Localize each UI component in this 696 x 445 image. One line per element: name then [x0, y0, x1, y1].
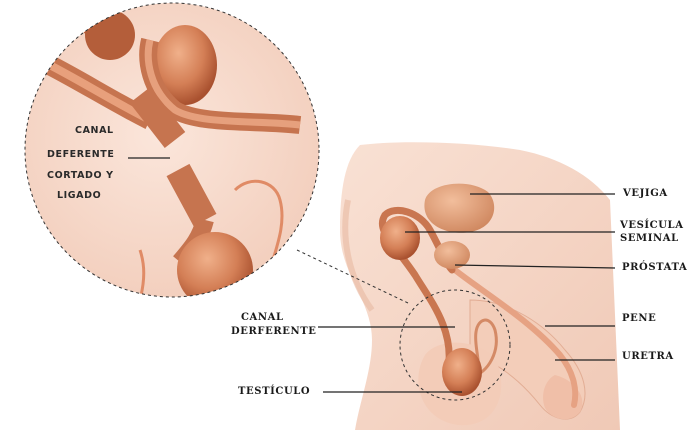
- testicle: [442, 348, 482, 396]
- label-pene: PENE: [622, 314, 656, 324]
- label-vesicula-line2: SEMINAL: [620, 234, 679, 244]
- zoom-label-line1: CANAL: [75, 126, 114, 136]
- zoom-label-line2: DEFERENTE: [47, 150, 114, 160]
- label-vesicula-line1: VESÍCULA: [620, 221, 684, 231]
- label-uretra: URETRA: [622, 352, 674, 362]
- label-canal-line1: CANAL: [241, 313, 284, 323]
- label-testiculo: TESTÍCULO: [238, 387, 310, 397]
- zoom-label-line3: CORTADO Y: [47, 171, 114, 181]
- label-prostata: PRÓSTATA: [622, 263, 687, 273]
- label-vejiga: VEJIGA: [623, 189, 668, 199]
- zoom-label-line4: LIGADO: [57, 191, 101, 201]
- label-canal-line2: DERFERENTE: [231, 327, 316, 337]
- seminal-vesicle: [380, 216, 420, 260]
